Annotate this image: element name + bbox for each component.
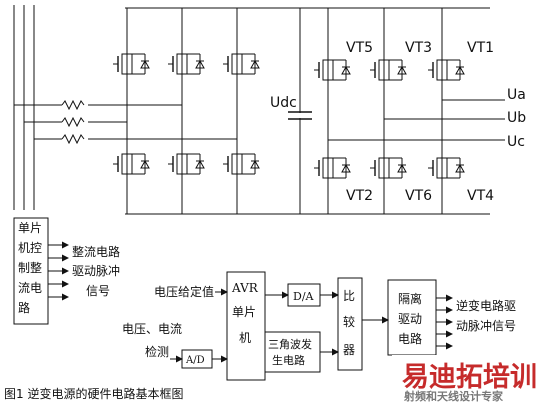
svg-text:路: 路 [18, 300, 30, 315]
ua-label: Ua [507, 87, 526, 103]
igbt-switch [369, 149, 407, 187]
da-label: D/A [293, 290, 315, 303]
rectifier-drive-signal-text: 整流电路 驱动脉冲 信号 [72, 244, 120, 298]
igbt-switch [427, 149, 465, 187]
avr-text: AVR 单片 机 [231, 281, 259, 345]
igbt-switch [222, 45, 260, 83]
avr-mcu-block [226, 271, 266, 381]
igbt-switch [313, 149, 351, 187]
svg-text:机: 机 [239, 331, 251, 345]
igbt-switch [112, 45, 150, 83]
svg-text:制整: 制整 [18, 260, 42, 275]
vt4-label: VT4 [467, 188, 494, 204]
voltage-setpoint-label: 电压给定值 [154, 284, 214, 299]
watermark-logo: 易迪拓培训 [402, 362, 536, 393]
igbt-switch [167, 45, 205, 83]
ad-label: A/D [185, 355, 205, 366]
svg-text:逆变电路驱: 逆变电路驱 [456, 298, 516, 313]
comparator-text: 比 较 器 [343, 289, 355, 357]
igbt-switch [167, 145, 205, 183]
power-circuit [13, 5, 505, 215]
udc-label: Udc [270, 95, 297, 111]
svg-text:驱动: 驱动 [398, 312, 422, 326]
svg-text:动脉冲信号: 动脉冲信号 [456, 318, 516, 333]
vi-detect-label: 电压、电流 [122, 322, 182, 336]
vt3-label: VT3 [405, 40, 432, 56]
vt5-label: VT5 [346, 40, 373, 56]
svg-text:AVR: AVR [231, 281, 259, 295]
svg-text:器: 器 [343, 343, 355, 357]
vt6-label: VT6 [405, 188, 432, 204]
inverter-drive-signal-text: 逆变电路驱 动脉冲信号 [456, 298, 516, 333]
igbt-switch [369, 51, 407, 89]
rectifier-mcu-text: 单片 机控 制整 流电 路 [18, 221, 42, 315]
watermark-subtitle: 射频和天线设计专家 [404, 390, 503, 403]
comparator-block [337, 277, 363, 371]
watermark: 易迪拓培训 射频和天线设计专家 [392, 355, 536, 405]
svg-text:隔离: 隔离 [398, 291, 422, 306]
svg-text:电路: 电路 [398, 331, 422, 346]
igbt-switch [313, 51, 351, 89]
svg-text:信号: 信号 [86, 284, 110, 298]
svg-text:比: 比 [343, 289, 355, 303]
svg-text:单片: 单片 [18, 221, 42, 235]
uc-label: Uc [507, 134, 525, 150]
triangle-wave-text: 三角波发 生电路 [268, 337, 312, 367]
svg-text:整流电路: 整流电路 [72, 244, 120, 259]
svg-text:驱动脉冲: 驱动脉冲 [72, 263, 120, 278]
igbt-switch [427, 51, 465, 89]
svg-text:单片: 单片 [232, 305, 256, 319]
vt2-label: VT2 [346, 188, 373, 204]
svg-text:流电: 流电 [18, 281, 42, 295]
svg-text:较: 较 [343, 314, 355, 329]
svg-text:机控: 机控 [18, 241, 42, 255]
igbt-switch [222, 145, 260, 183]
vi-detect-label-2: 检测 [145, 344, 169, 359]
figure-caption: 图1 逆变电源的硬件电路基本框图 [4, 386, 183, 401]
isolation-driver-text: 隔离 驱动 电路 [398, 291, 422, 346]
svg-text:三角波发: 三角波发 [268, 337, 312, 351]
igbt-switch [112, 145, 150, 183]
ub-label: Ub [507, 110, 526, 126]
svg-text:生电路: 生电路 [272, 353, 305, 367]
vt1-label: VT1 [467, 40, 494, 56]
